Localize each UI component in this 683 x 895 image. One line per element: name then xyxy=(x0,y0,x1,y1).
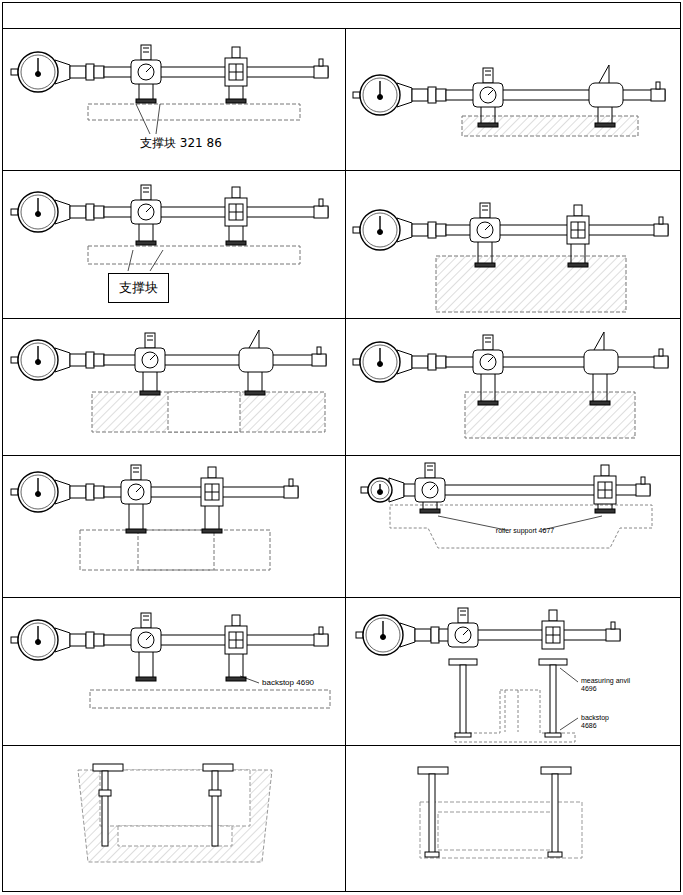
work-piece xyxy=(465,392,635,438)
work-piece xyxy=(78,770,272,862)
leader-line xyxy=(560,668,578,682)
support-rod xyxy=(449,659,477,737)
work-piece xyxy=(436,256,626,312)
part-label: roller support 4677 xyxy=(490,527,560,535)
part-label: 支撑块 321 86 xyxy=(140,137,222,151)
table-grid xyxy=(3,3,681,892)
support-rod xyxy=(541,767,571,857)
bore-gauge xyxy=(11,465,298,533)
part-name: 支撑块 xyxy=(119,280,158,295)
leader-line xyxy=(128,250,133,271)
bore-gauge xyxy=(353,65,665,127)
support-rod xyxy=(418,767,448,857)
leader-line xyxy=(150,250,163,271)
part-label: backstop 4690 xyxy=(262,678,314,687)
leader-line xyxy=(240,676,259,683)
leader-line xyxy=(156,104,160,134)
bore-gauge xyxy=(353,332,668,405)
machine-bed xyxy=(390,505,652,548)
bore xyxy=(100,770,250,826)
bore-gap xyxy=(168,392,240,432)
support-rod xyxy=(539,659,567,737)
part-label: backstop 4686 xyxy=(581,714,625,730)
bore-gauge xyxy=(353,203,668,267)
bore-gauge xyxy=(11,45,328,103)
pedestal xyxy=(455,690,575,742)
work-piece xyxy=(80,530,270,570)
support-rod xyxy=(203,764,233,846)
bore-gauge xyxy=(11,185,328,245)
bore-gauge xyxy=(11,613,328,681)
work-piece xyxy=(88,104,300,120)
bore-gauge xyxy=(11,330,326,395)
work-piece xyxy=(90,690,330,708)
support-rod xyxy=(93,764,123,846)
bore-gap xyxy=(138,530,214,570)
bore xyxy=(438,812,556,850)
leader-line xyxy=(560,718,578,730)
part-label: measuring anvil 4696 xyxy=(581,677,643,693)
work-piece xyxy=(92,392,325,432)
callout-box: 支撑块 xyxy=(108,273,169,303)
bore-gauge xyxy=(356,608,620,655)
leader-line xyxy=(136,104,150,134)
work-piece xyxy=(88,246,300,264)
bore-gauge xyxy=(361,463,650,513)
leader-line xyxy=(438,516,506,530)
